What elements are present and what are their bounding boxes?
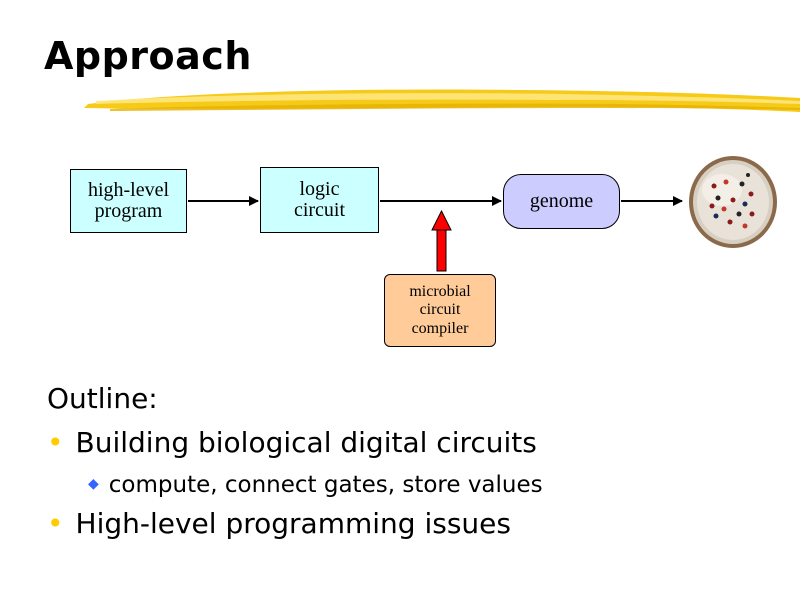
bullet-dot-icon: • — [47, 426, 64, 459]
node-high-level-program: high-level program — [70, 169, 187, 233]
sub-bullet-text: compute, connect gates, store values — [108, 472, 543, 498]
node-microbial-circuit-compiler: microbial circuit compiler — [384, 274, 496, 347]
title-underline-brush — [84, 89, 800, 112]
node-label-line: circuit — [293, 199, 346, 221]
sub-bullet-item: ◆ compute, connect gates, store values — [88, 472, 543, 498]
bullet-dot-icon: • — [47, 507, 64, 540]
bullet-text: High-level programming issues — [75, 507, 511, 540]
slide-title: Approach — [44, 34, 252, 78]
node-label-line: high-level — [87, 179, 170, 201]
node-label-line: genome — [529, 190, 594, 212]
node-logic-circuit: logic circuit — [260, 167, 379, 233]
node-label-line: program — [94, 200, 163, 222]
diamond-bullet-icon: ◆ — [88, 476, 99, 492]
node-label-line: microbial — [409, 282, 471, 300]
bullet-text: Building biological digital circuits — [75, 426, 537, 459]
node-label-line: compiler — [411, 319, 469, 337]
outline-heading: Outline: — [47, 382, 158, 415]
node-label-line: logic — [299, 178, 340, 200]
node-genome: genome — [503, 174, 620, 229]
compiler-arrow — [431, 209, 452, 272]
node-label-line: circuit — [419, 301, 461, 319]
bullet-item: • Building biological digital circuits — [47, 426, 537, 459]
petri-dish-icon — [689, 156, 777, 248]
bullet-item: • High-level programming issues — [47, 507, 511, 540]
